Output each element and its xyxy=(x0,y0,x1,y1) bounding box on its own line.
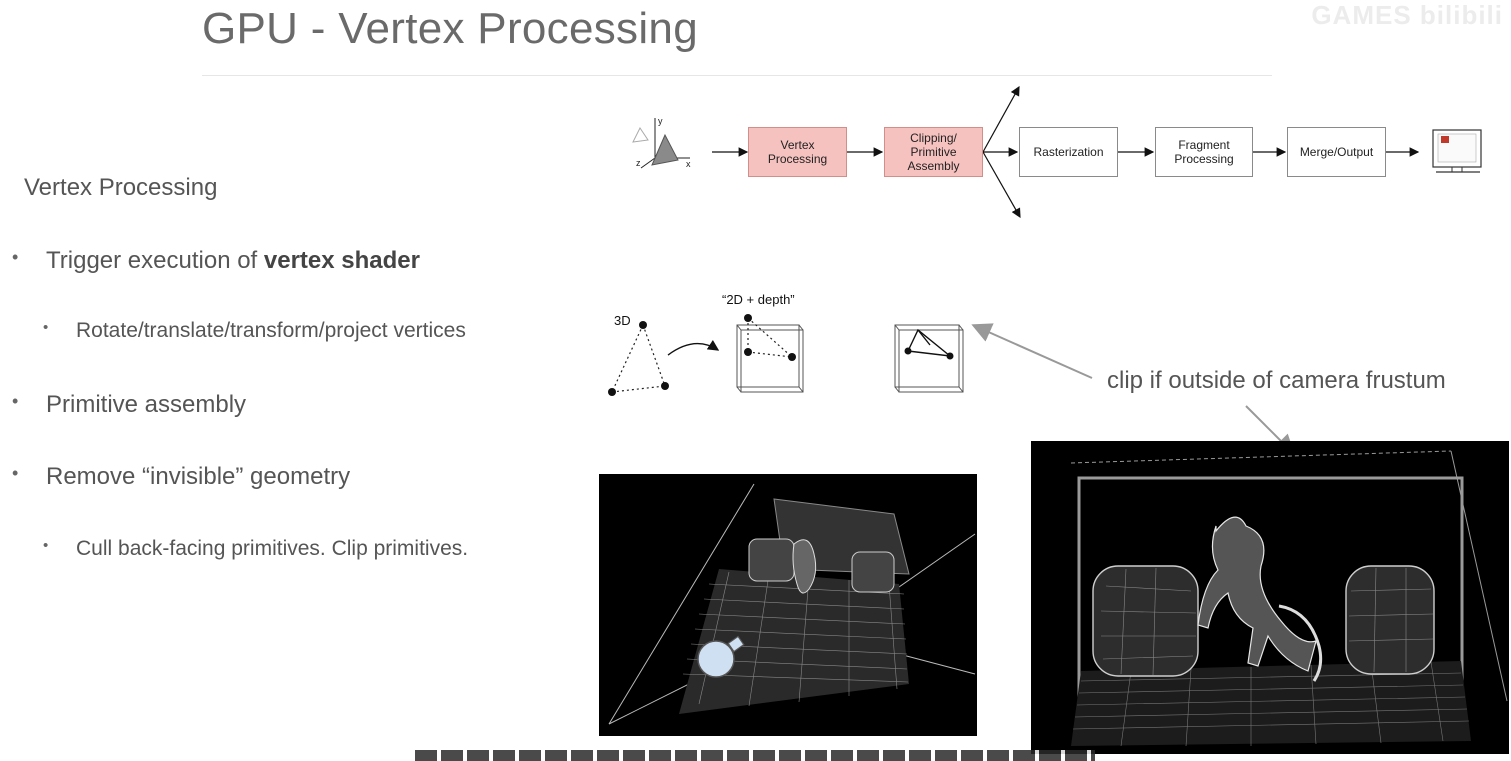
bullet-dot: • xyxy=(43,537,49,554)
slide-title: GPU - Vertex Processing xyxy=(202,4,698,53)
axis-z-label: z xyxy=(636,158,641,168)
stage-label: Clipping/ Primitive Assembly xyxy=(907,131,960,173)
wireframe-scene-overview xyxy=(599,474,977,736)
bullet-text: Cull back-facing primitives. Clip primit… xyxy=(76,537,469,560)
axis-y-label: y xyxy=(658,116,663,126)
label-3d: 3D xyxy=(614,313,631,328)
camera-icon xyxy=(697,640,735,678)
stage-vertex-processing: Vertex Processing xyxy=(748,127,847,177)
bullet-text: Trigger execution of xyxy=(46,247,264,274)
stage-label: Merge/Output xyxy=(1299,145,1374,159)
scene-overview-drawing xyxy=(608,483,976,725)
bullet-text: Primitive assembly xyxy=(46,391,247,418)
bullet-dot: • xyxy=(12,463,19,483)
bullet-text: Remove “invisible” geometry xyxy=(46,463,351,490)
stage-rasterization: Rasterization xyxy=(1019,127,1118,177)
label-2d-depth: “2D + depth” xyxy=(722,292,795,307)
caption-strip xyxy=(415,750,1095,761)
watermark-logo: GAMES bilibili xyxy=(1311,0,1503,30)
bullet-dot: • xyxy=(12,391,19,411)
clip-note: clip if outside of camera frustum xyxy=(1107,367,1446,394)
bullet-text: Rotate/translate/transform/project verti… xyxy=(76,319,466,342)
axis-x-label: x xyxy=(686,159,691,169)
bullet-remove-invisible: • Remove “invisible” geometry xyxy=(12,463,351,491)
bullet-bold-text: vertex shader xyxy=(263,247,420,274)
title-divider xyxy=(202,75,1272,76)
camera-view-drawing xyxy=(1070,450,1508,747)
bullet-trigger-shader: • Trigger execution of vertex shader xyxy=(12,247,420,275)
stage-merge-output: Merge/Output xyxy=(1287,127,1386,177)
bullet-dot: • xyxy=(12,247,19,267)
sub-bullet-transform: • Rotate/translate/transform/project ver… xyxy=(43,319,466,343)
stage-label: Vertex Processing xyxy=(767,138,828,166)
wireframe-camera-view xyxy=(1031,441,1509,754)
stage-label: Rasterization xyxy=(1033,145,1104,159)
bullet-primitive-assembly: • Primitive assembly xyxy=(12,391,247,419)
stage-clipping-primitive-assembly: Clipping/ Primitive Assembly xyxy=(884,127,983,177)
bullet-dot: • xyxy=(43,319,49,336)
stage-label: Fragment Processing xyxy=(1174,138,1234,166)
section-heading: Vertex Processing xyxy=(24,174,218,201)
stage-fragment-processing: Fragment Processing xyxy=(1155,127,1253,177)
sub-bullet-cull-clip: • Cull back-facing primitives. Clip prim… xyxy=(43,537,469,561)
